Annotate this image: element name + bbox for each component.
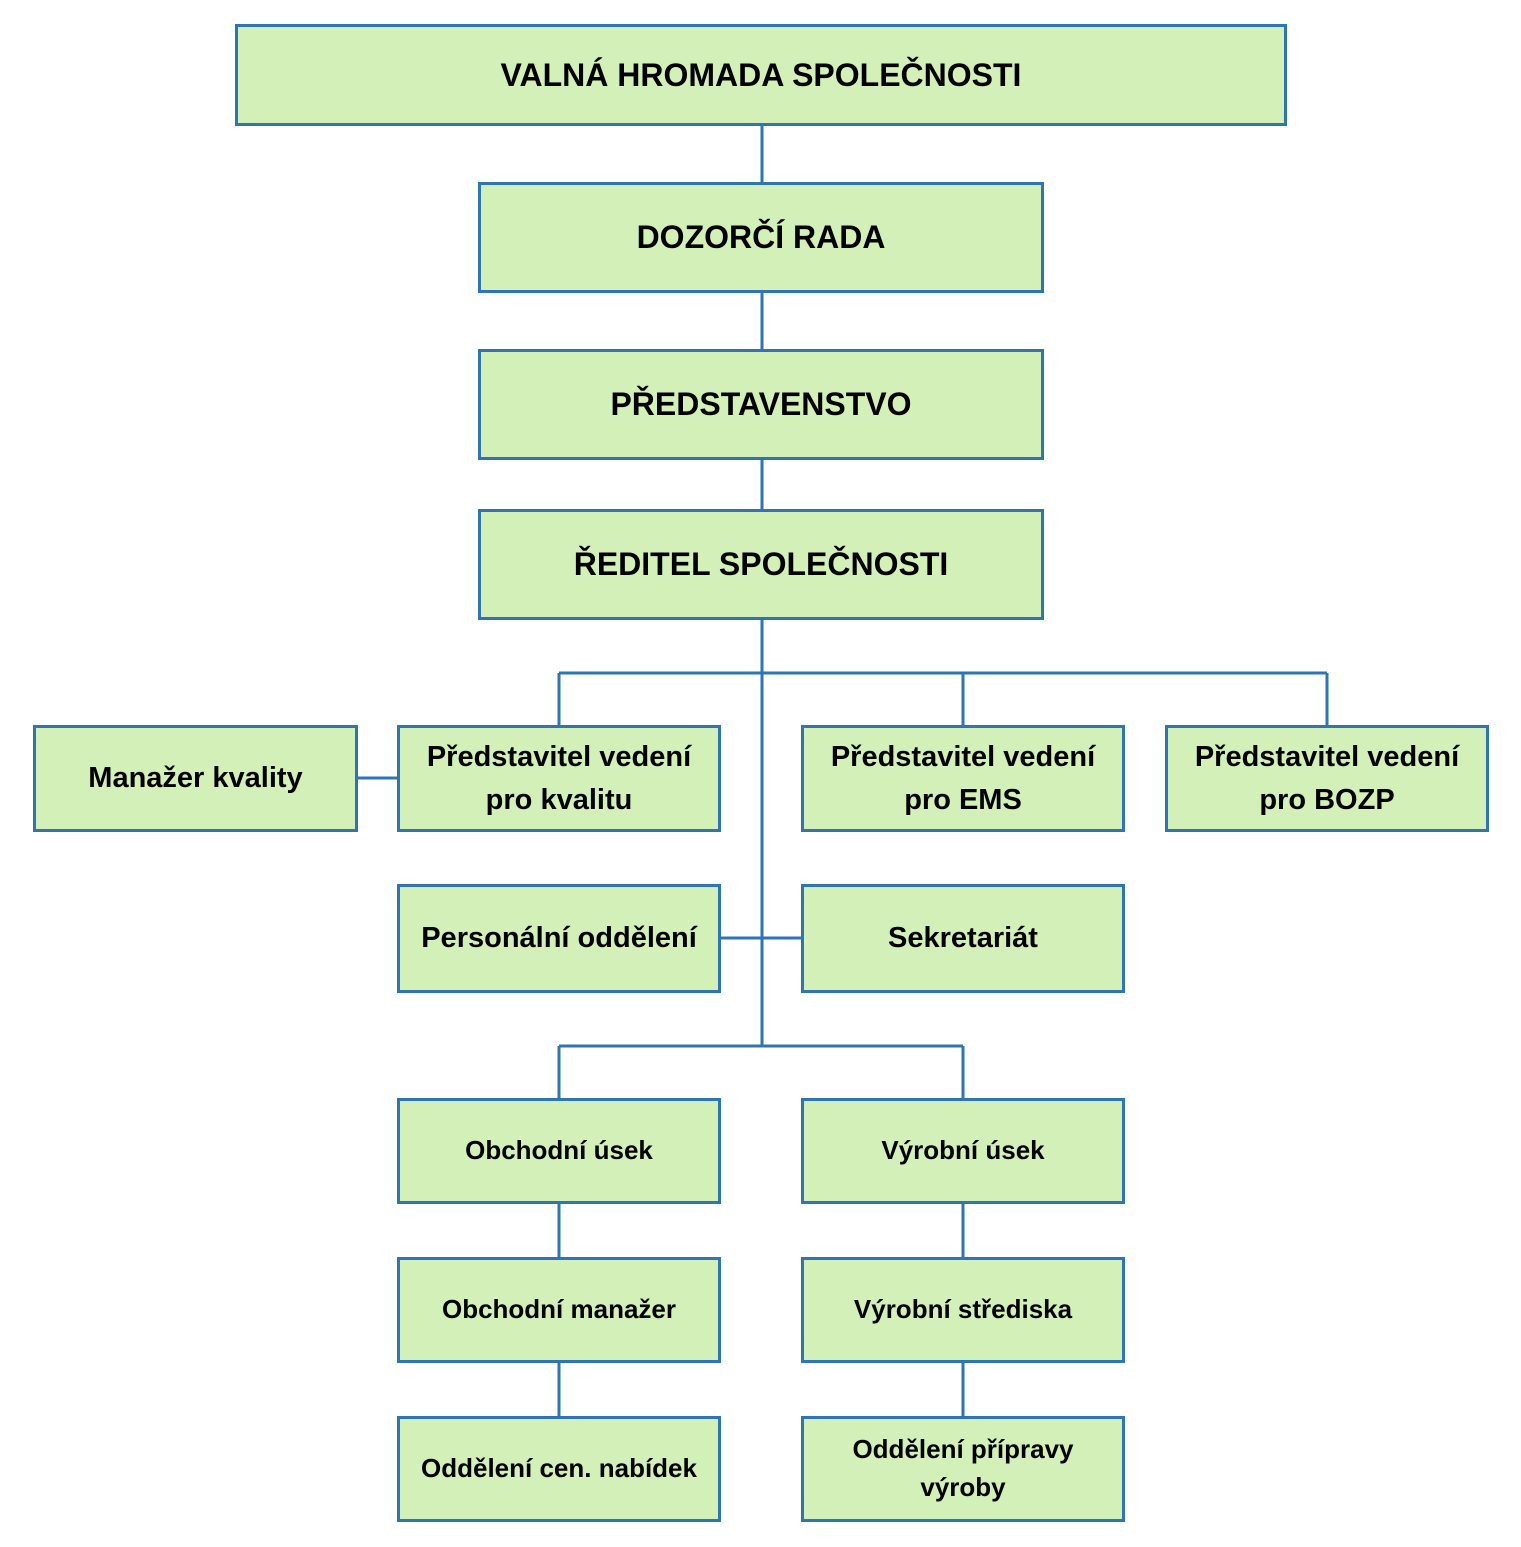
node-label: PŘEDSTAVENSTVO: [610, 386, 912, 423]
node-label: Výrobní střediska: [853, 1294, 1073, 1325]
node-label: Oddělení cen. nabídek: [421, 1453, 697, 1484]
node-label: DOZORČÍ RADA: [636, 219, 886, 256]
node-rep-bozp: Představitel vedení pro BOZP: [1165, 725, 1489, 832]
node-supervisory-board: DOZORČÍ RADA: [478, 182, 1044, 293]
node-company-director: ŘEDITEL SPOLEČNOSTI: [478, 509, 1044, 620]
node-label: Představitel vedení pro EMS: [830, 741, 1096, 816]
node-board-of-directors: PŘEDSTAVENSTVO: [478, 349, 1044, 460]
node-secretariat: Sekretariát: [801, 884, 1125, 993]
node-quality-manager: Manažer kvality: [33, 725, 358, 832]
node-production-prep-department: Oddělení přípravy výroby: [801, 1416, 1125, 1522]
node-sales-manager: Obchodní manažer: [397, 1257, 721, 1363]
node-production-division: Výrobní úsek: [801, 1098, 1125, 1204]
node-label: Představitel vedení pro BOZP: [1194, 741, 1460, 816]
node-label: Výrobní úsek: [881, 1135, 1045, 1166]
node-label: Personální oddělení: [421, 922, 697, 955]
node-label: Sekretariát: [888, 922, 1038, 955]
node-rep-ems: Představitel vedení pro EMS: [801, 725, 1125, 832]
node-label: ŘEDITEL SPOLEČNOSTI: [573, 546, 949, 583]
node-label: Manažer kvality: [88, 762, 303, 795]
node-production-centers: Výrobní střediska: [801, 1257, 1125, 1363]
node-general-meeting: VALNÁ HROMADA SPOLEČNOSTI: [235, 24, 1287, 126]
node-label: Obchodní úsek: [465, 1135, 653, 1166]
node-label: Představitel vedení pro kvalitu: [426, 741, 692, 816]
node-hr-department: Personální oddělení: [397, 884, 721, 993]
node-label: Oddělení přípravy výroby: [852, 1434, 1074, 1502]
connector-group: [357, 125, 1329, 1417]
node-sales-division: Obchodní úsek: [397, 1098, 721, 1204]
node-label: Obchodní manažer: [441, 1294, 677, 1325]
node-rep-quality: Představitel vedení pro kvalitu: [397, 725, 721, 832]
node-price-offers-department: Oddělení cen. nabídek: [397, 1416, 721, 1522]
node-label: VALNÁ HROMADA SPOLEČNOSTI: [500, 56, 1022, 93]
